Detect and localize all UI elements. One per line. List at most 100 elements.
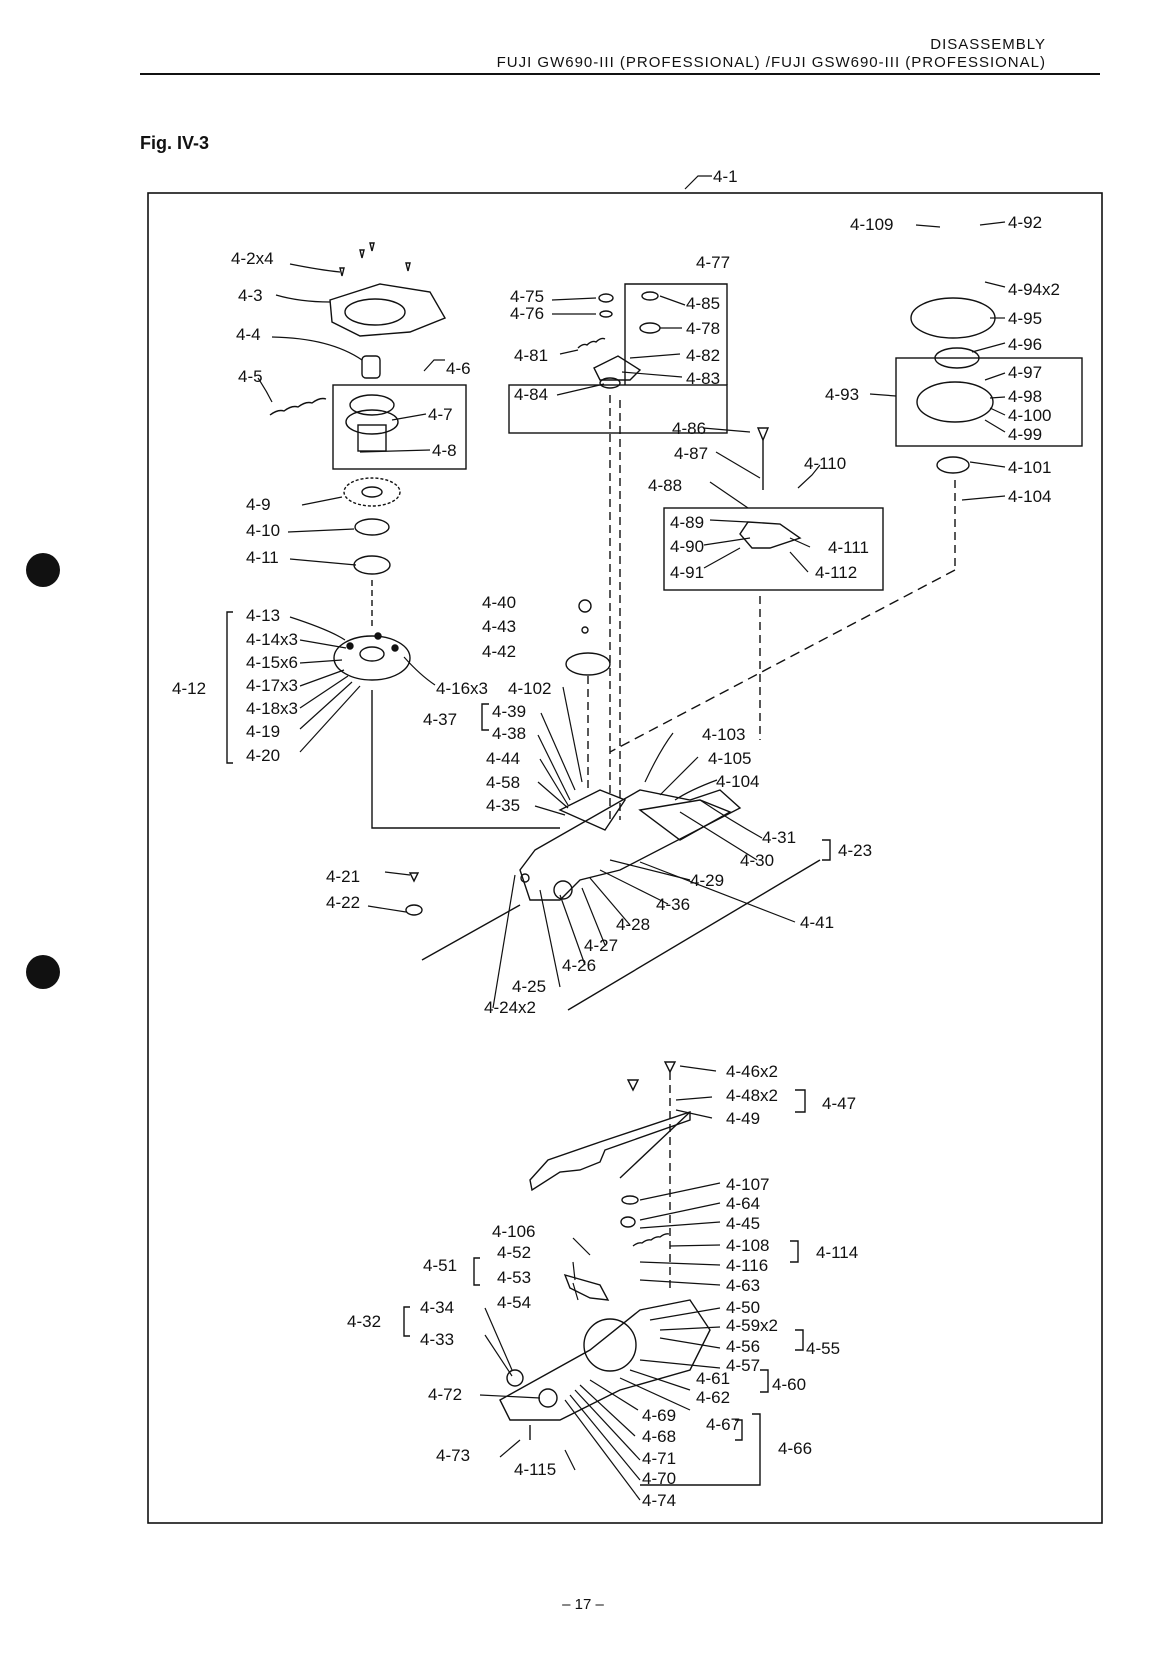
gear-4-7-shaft [357, 424, 387, 452]
label-4-20: 4-20 [246, 746, 280, 765]
label-4-101: 4-101 [1008, 458, 1051, 477]
bracket-4-114 [790, 1240, 799, 1263]
label-4-1: 4-1 [713, 167, 738, 186]
label-4-21: 4-21 [326, 867, 360, 886]
plate-4-47 [529, 1111, 691, 1192]
label-4-102: 4-102 [508, 679, 551, 698]
leader-line-left [371, 690, 560, 829]
label-4-45: 4-45 [726, 1214, 760, 1233]
label-4-67: 4-67 [706, 1415, 740, 1434]
label-4-49: 4-49 [726, 1109, 760, 1128]
label-4-23: 4-23 [838, 841, 872, 860]
bracket-4-55 [795, 1329, 804, 1351]
label-4-81: 4-81 [514, 346, 548, 365]
label-4-28: 4-28 [616, 915, 650, 934]
label-4-115: 4-115 [514, 1460, 556, 1479]
label-4-62: 4-62 [696, 1388, 730, 1407]
leader-line-4-24 [567, 859, 821, 1011]
label-4-112: 4-112 [815, 563, 857, 582]
label-4-38: 4-38 [492, 724, 526, 743]
collar-4-45 [620, 1216, 636, 1228]
label-4-50: 4-50 [726, 1298, 760, 1317]
label-4-29: 4-29 [690, 871, 724, 890]
label-4-6: 4-6 [446, 359, 471, 378]
label-4-78: 4-78 [686, 319, 720, 338]
screw-4-21 [408, 872, 420, 883]
label-4-73: 4-73 [436, 1446, 470, 1465]
binding-hole [26, 553, 60, 587]
label-4-91: 4-91 [670, 563, 704, 582]
label-4-100: 4-100 [1008, 406, 1051, 425]
label-4-110: 4-110 [804, 454, 846, 473]
leader-lines [257, 175, 1006, 1501]
washer-4-11 [353, 555, 391, 575]
label-4-97: 4-97 [1008, 363, 1042, 382]
label-4-83: 4-83 [686, 369, 720, 388]
label-4-10: 4-10 [246, 521, 280, 540]
bracket-4-23 [822, 839, 831, 861]
bracket-4-60 [760, 1369, 769, 1393]
screw-4-46 [626, 1061, 677, 1092]
washer-4-43 [581, 626, 589, 634]
spring-4-5 [269, 397, 327, 416]
lever-4-52 [563, 1273, 610, 1301]
plate-4-3-hole [344, 298, 406, 326]
bracket-4-66 [640, 1413, 761, 1486]
section-title: DISASSEMBLY [930, 36, 1046, 53]
gear-4-7-top [349, 394, 395, 416]
gear-4-9-hole [361, 486, 383, 498]
label-4-12: 4-12 [172, 679, 206, 698]
label-4-30: 4-30 [740, 851, 774, 870]
label-4-55: 4-55 [806, 1339, 840, 1358]
label-4-2: 4-2x4 [231, 249, 274, 268]
label-4-63: 4-63 [726, 1276, 760, 1295]
label-4-68: 4-68 [642, 1427, 676, 1446]
label-4-72: 4-72 [428, 1385, 462, 1404]
part-labels: 4-1 4-2x4 4-3 4-4 4-5 4-6 4-7 4-8 4-9 4-… [172, 167, 1060, 1510]
washer-4-75 [598, 293, 614, 303]
label-4-116: 4-116 [726, 1256, 768, 1275]
label-4-35: 4-35 [486, 796, 520, 815]
washer-4-107 [621, 1195, 639, 1205]
label-4-27: 4-27 [584, 936, 618, 955]
label-4-26: 4-26 [562, 956, 596, 975]
label-4-93: 4-93 [825, 385, 859, 404]
bracket-4-47 [795, 1089, 806, 1113]
label-4-76: 4-76 [510, 304, 544, 323]
label-4-16: 4-16x3 [436, 679, 488, 698]
spring-4-81 [577, 337, 606, 349]
label-4-17: 4-17x3 [246, 676, 298, 695]
box-4-93 [895, 357, 1083, 447]
leader-line-4-22 [421, 904, 521, 961]
mechanism-4-23 [519, 789, 742, 901]
screws-4-2 [339, 242, 411, 277]
label-4-105: 4-105 [708, 749, 751, 768]
label-4-46: 4-46x2 [726, 1062, 778, 1081]
disc-4-98 [916, 381, 994, 423]
label-4-15: 4-15x6 [246, 653, 298, 672]
bracket-4-67 [735, 1419, 743, 1441]
label-4-104b: 4-104 [716, 772, 759, 791]
label-4-64: 4-64 [726, 1194, 760, 1213]
spacer-4-96 [934, 347, 980, 369]
label-4-37: 4-37 [423, 710, 457, 729]
label-4-36: 4-36 [656, 895, 690, 914]
label-4-89: 4-89 [670, 513, 704, 532]
label-4-42: 4-42 [482, 642, 516, 661]
gear-4-72 [538, 1388, 558, 1408]
label-4-31: 4-31 [762, 828, 796, 847]
label-4-5: 4-5 [238, 367, 263, 386]
label-4-51: 4-51 [423, 1256, 457, 1275]
plate-4-3 [329, 283, 447, 337]
spring-4-108 [632, 1233, 670, 1247]
label-4-34: 4-34 [420, 1298, 454, 1317]
binding-hole [26, 955, 60, 989]
label-4-88: 4-88 [648, 476, 682, 495]
washer-4-85 [641, 291, 659, 301]
label-4-74: 4-74 [642, 1491, 676, 1510]
label-4-9: 4-9 [246, 495, 271, 514]
gear-4-42 [565, 652, 611, 676]
screw-4-86 [756, 427, 770, 442]
label-4-7: 4-7 [428, 405, 453, 424]
washer-4-22 [405, 904, 423, 916]
